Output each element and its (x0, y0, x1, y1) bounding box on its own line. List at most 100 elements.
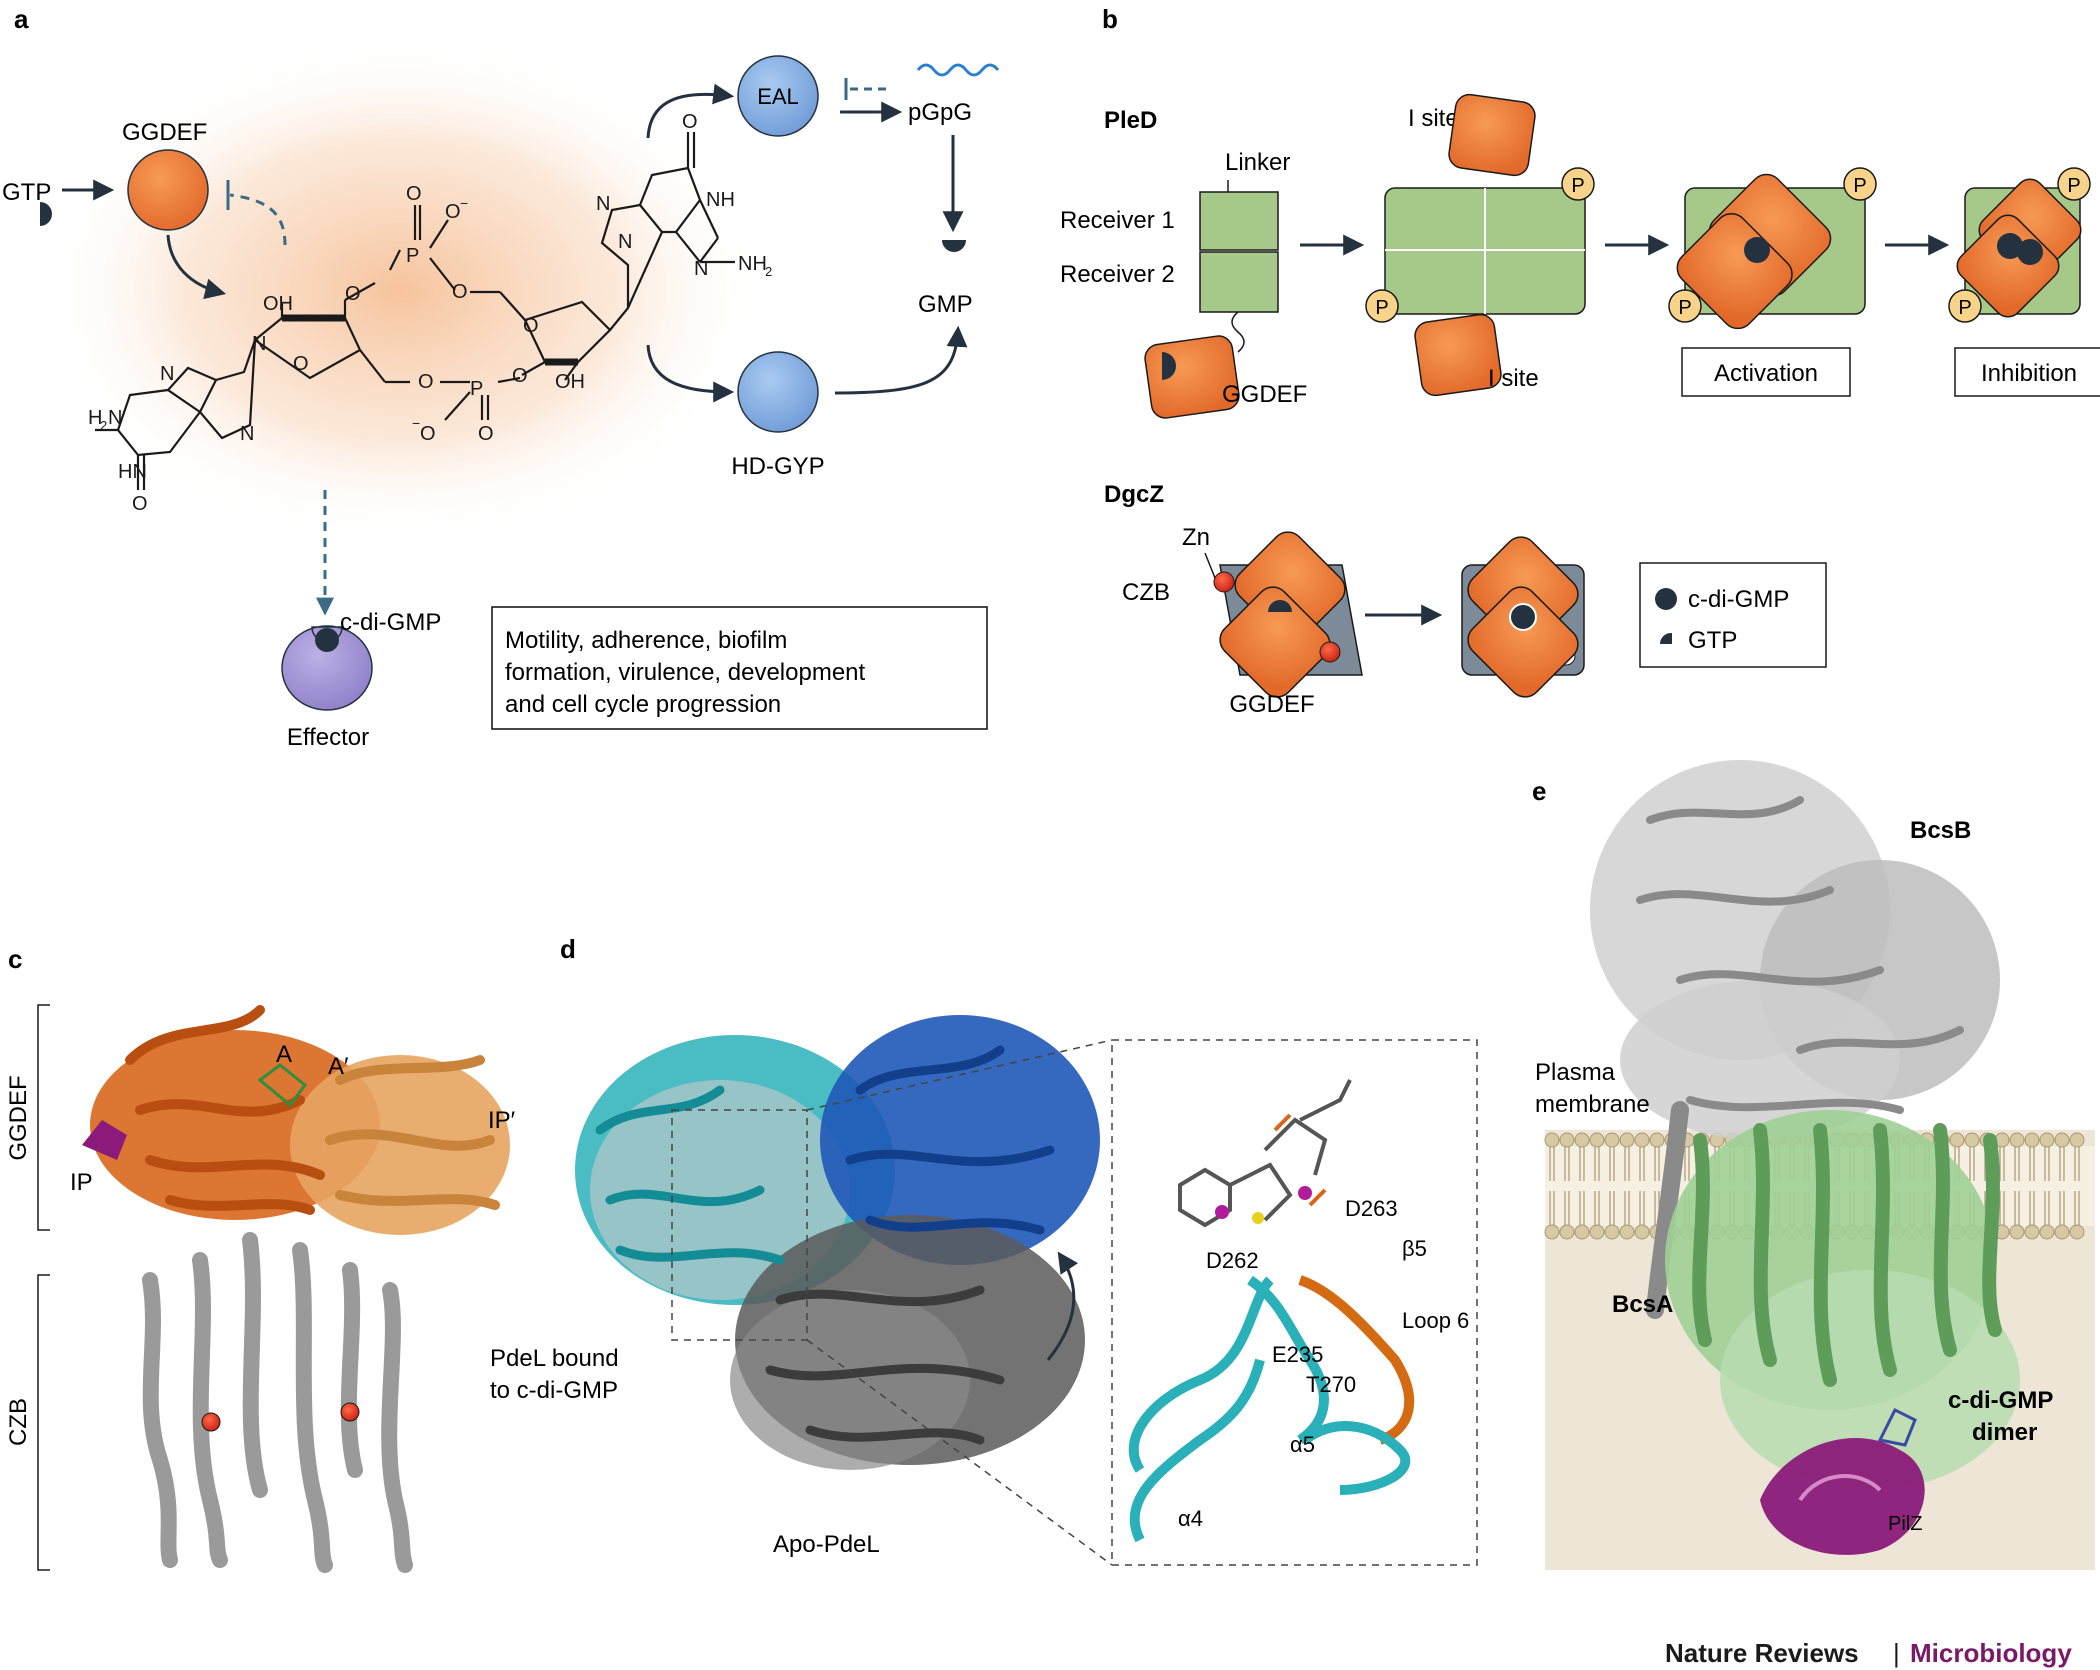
t270-label: T270 (1306, 1372, 1356, 1397)
phospho-icon (1668, 289, 1702, 323)
gmp-icon (942, 240, 966, 252)
zoom-line-top (806, 1039, 1113, 1111)
phospho-label: P (2067, 175, 2080, 197)
svg-text:O: O (512, 365, 528, 387)
svg-text:O: O (445, 201, 461, 223)
phospho-icon (1365, 289, 1399, 323)
hdgyp-label: HD-GYP (731, 453, 824, 480)
b5-label: β5 (1402, 1236, 1427, 1261)
hdgyp-enzyme-icon (737, 351, 819, 433)
svg-text:O: O (345, 283, 361, 305)
receiver2-label: Receiver 2 (1060, 261, 1175, 288)
phospho-label: P (1571, 175, 1584, 197)
outcome-box (491, 606, 988, 730)
phospho-label: P (1678, 297, 1691, 319)
lipid-head (1949, 1132, 1965, 1148)
dgcz-active-ggdef-b (1467, 586, 1579, 698)
inhibition-box (1954, 347, 2100, 397)
bcsa-label: BcsA (1612, 1291, 1673, 1318)
conformational-change-arrow (1046, 1251, 1079, 1361)
phospho-icon (1561, 167, 1595, 201)
lipid-head (2009, 1132, 2025, 1148)
phospho-icon (2057, 167, 2091, 201)
panel-e-letter: e (1532, 776, 1546, 806)
svg-text:H: H (88, 407, 102, 429)
c-ggdef-label: GGDEF (5, 1075, 32, 1160)
panel-d: d PdeL (490, 934, 1478, 1566)
pled-ggdef-dimer-top (1448, 93, 1536, 177)
lipid-head (1544, 1224, 1560, 1240)
lipid-tail (2059, 1147, 2065, 1181)
svg-text:OH: OH (263, 293, 293, 315)
svg-text:HN: HN (118, 461, 147, 483)
svg-text:O: O (523, 315, 539, 337)
panel-b-letter: b (1102, 4, 1118, 34)
svg-text:O: O (132, 493, 148, 515)
lipid-tail (1594, 1147, 1600, 1181)
ip-label: IP (70, 1169, 93, 1196)
footer-separator: | (1893, 1638, 1900, 1668)
lipid-tail (2029, 1147, 2035, 1181)
zn-icon (340, 1402, 360, 1422)
pled-receivers-monomer (1199, 191, 1279, 313)
panel-a-letter: a (14, 4, 29, 34)
ggdef-inhibition-dashed (229, 193, 287, 246)
phospho-label: P (1375, 297, 1388, 319)
inhibition-label: Inhibition (1981, 360, 2077, 387)
lipid-tail (2014, 1147, 2020, 1181)
eal-label: EAL (757, 84, 799, 109)
svg-text:O: O (420, 423, 436, 445)
svg-text:N: N (240, 423, 254, 445)
lipid-tail (1564, 1191, 1570, 1225)
zn-leader (1204, 552, 1216, 579)
lipid-head (2024, 1132, 2040, 1148)
gtp-icon (40, 202, 52, 226)
lipid-head (1559, 1224, 1575, 1240)
bcsa-structure (1665, 1110, 2020, 1490)
outcome-line-2: formation, virulence, development (505, 659, 866, 686)
lipid-tail (1639, 1147, 1645, 1181)
d263-label: D263 (1345, 1196, 1398, 1221)
svg-text:O: O (293, 353, 309, 375)
lipid-head (2069, 1224, 2085, 1240)
pled-ggdef-dimer-bottom (1414, 313, 1502, 397)
pled-linker-squiggle (1231, 311, 1245, 353)
lipid-tail (2044, 1191, 2050, 1225)
lipid-tail (1609, 1191, 1615, 1225)
lipid-tail (1609, 1147, 1615, 1181)
legend-gtp-icon (1660, 632, 1672, 644)
pgpg-wave-icon (916, 63, 1000, 77)
czb-label: CZB (1122, 579, 1170, 606)
apo-pdel-label: Apo-PdeL (773, 1531, 880, 1558)
lipid-head (2024, 1224, 2040, 1240)
panel-e: e (1532, 760, 2095, 1570)
linker-label: Linker (1225, 149, 1290, 176)
cdigmp-icon (1744, 237, 1770, 263)
svg-text:OH: OH (555, 371, 585, 393)
lipid-head (2054, 1224, 2070, 1240)
a4-label: α4 (1178, 1506, 1203, 1531)
lipid-head (1604, 1224, 1620, 1240)
lipid-head (1649, 1132, 1665, 1148)
pled-ggdef-active-site (1162, 352, 1176, 380)
lipid-tail (1549, 1147, 1555, 1181)
svg-text:−: − (412, 415, 420, 431)
cdigmp-structure (95, 132, 735, 490)
gtp-label: GTP (2, 179, 51, 206)
to-eal-arrow (646, 83, 735, 139)
lipid-head (2009, 1224, 2025, 1240)
svg-text:O: O (682, 111, 698, 133)
svg-text:N: N (596, 193, 610, 215)
a-prime-label: A′ (328, 1053, 349, 1080)
svg-text:O: O (418, 371, 434, 393)
dgcz-ggdef-label: GGDEF (1229, 691, 1314, 718)
ggdef-label: GGDEF (122, 119, 207, 146)
lipid-tail (2014, 1191, 2020, 1225)
cdigmp-ligand-icon (315, 628, 339, 652)
effector-label: Effector (287, 724, 369, 751)
svg-text:O: O (478, 423, 494, 445)
cdigmp-glow (40, 40, 760, 540)
lipid-tail (1564, 1147, 1570, 1181)
phospho-icon (1948, 289, 1982, 323)
journal-section: Microbiology (1910, 1638, 2072, 1668)
